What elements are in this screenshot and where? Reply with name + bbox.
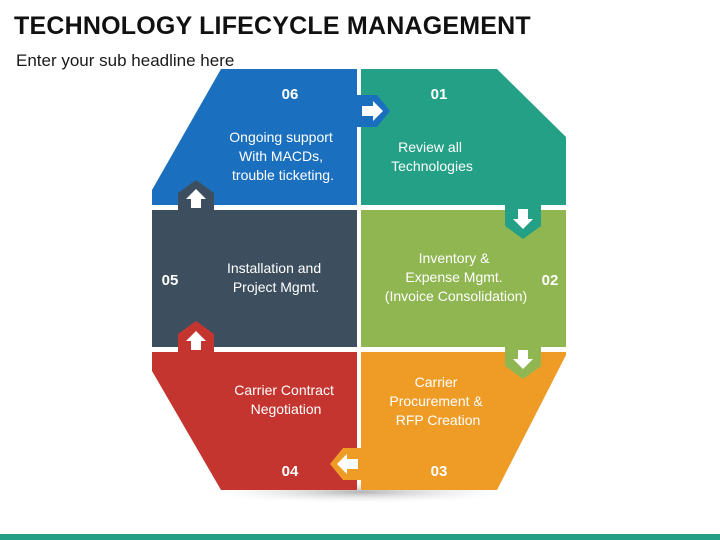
segment-04[interactable]	[152, 352, 357, 490]
arrow-left-icon	[337, 454, 358, 474]
arrow-down-icon	[513, 350, 533, 369]
step-label-04: Carrier Contract Negotiation	[234, 382, 337, 417]
step-number-01: 01	[431, 86, 448, 103]
connector-03-04	[330, 448, 361, 480]
arrow-right-icon	[362, 101, 383, 121]
step-label-03: Carrier Procurement & RFP Creation	[389, 374, 486, 428]
segment-02[interactable]	[361, 210, 566, 347]
step-number-04: 04	[282, 463, 299, 480]
segment-06[interactable]	[152, 69, 357, 205]
connector-04-05	[178, 321, 214, 352]
connector-06-01	[357, 95, 390, 127]
segment-01[interactable]	[361, 69, 566, 205]
connector-05-06	[178, 180, 214, 210]
arrow-up-icon	[186, 189, 206, 208]
step-label-02: Inventory & Expense Mgmt. (Invoice Conso…	[385, 250, 527, 304]
page-title: TECHNOLOGY LIFECYCLE MANAGEMENT	[14, 12, 531, 40]
segment-05[interactable]	[152, 210, 357, 347]
page-subtitle: Enter your sub headline here	[16, 51, 235, 70]
connector-01-02	[505, 205, 541, 239]
connector-02-03	[505, 347, 541, 379]
step-number-03: 03	[431, 463, 448, 480]
step-label-01: Review all Technologies	[391, 139, 473, 174]
step-label-05: Installation and Project Mgmt.	[227, 260, 325, 295]
segment-03[interactable]	[361, 352, 566, 490]
step-number-05: 05	[162, 272, 179, 289]
bottom-accent-bar	[0, 534, 720, 540]
step-label-06: Ongoing support With MACDs, trouble tick…	[229, 129, 336, 183]
arrow-down-icon	[513, 209, 533, 229]
step-number-02: 02	[542, 272, 559, 289]
arrow-up-icon	[186, 331, 206, 350]
step-number-06: 06	[282, 86, 299, 103]
